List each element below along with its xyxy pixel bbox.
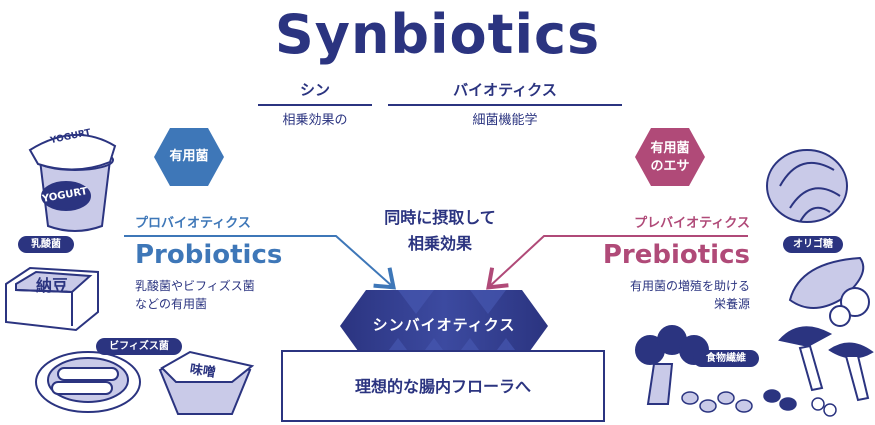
prebiotics-hexagon-shape — [635, 128, 705, 186]
probiotics-name: Probiotics — [135, 240, 283, 270]
prebiotics-name: Prebiotics — [602, 240, 750, 270]
natto-text: 納豆 — [36, 276, 69, 295]
miso-illustration — [158, 350, 255, 415]
result-box: 理想的な腸内フローラへ — [281, 350, 605, 422]
syn-kana: シン — [299, 81, 330, 99]
probiotics-kana: プロバイオティクス — [135, 216, 251, 231]
yogurt-illustration — [28, 134, 117, 232]
plate-illustration — [35, 351, 141, 413]
biotics-underline — [388, 104, 622, 106]
probiotics-desc-line1: 乳酸菌やビフィズス菌 — [135, 279, 255, 293]
oligosaccharide-label: オリゴ糖 — [783, 236, 843, 253]
probiotics-hex-label: 有用菌 — [169, 149, 209, 164]
prebiotics-desc-line1: 有用菌の増殖を助ける — [629, 279, 750, 293]
cabbage-illustration — [766, 149, 848, 223]
prebiotics-kana: プレバイオティクス — [634, 216, 750, 231]
prebiotics-hex-label-line2: のエサ — [650, 159, 690, 174]
lactic-acid-label: 乳酸菌 — [18, 236, 74, 253]
biotics-meaning: 細菌機能学 — [472, 113, 538, 128]
center-text-line2: 相乗効果 — [407, 234, 472, 253]
prebiotics-desc-line2: 栄養源 — [713, 297, 750, 311]
synbiotics-band-label: シンバイオティクス — [372, 316, 516, 334]
mushroom-illustration — [778, 326, 874, 402]
synbiotics-band-shape — [340, 290, 548, 362]
syn-underline — [258, 104, 372, 106]
beans-illustration — [681, 389, 837, 417]
probiotics-arrow — [124, 235, 396, 290]
page-title: Synbiotics — [274, 3, 601, 66]
dietary-fiber-label: 食物繊維 — [693, 350, 759, 367]
sweet-potato-illustration — [788, 256, 870, 327]
natto-illustration — [5, 266, 99, 332]
bifidus-label: ビフィズス菌 — [96, 338, 182, 355]
syn-meaning: 相乗効果の — [282, 113, 348, 128]
probiotics-desc-line2: などの有用菌 — [135, 297, 208, 311]
probiotics-hexagon-shape — [154, 128, 224, 186]
prebiotics-arrow — [486, 235, 748, 290]
miso-text: 味噌 — [188, 362, 217, 381]
result-text: 理想的な腸内フローラへ — [354, 377, 531, 396]
prebiotics-hex-label-line1: 有用菌 — [650, 141, 690, 156]
center-text-line1: 同時に摂取して — [384, 208, 496, 227]
biotics-kana: バイオティクス — [453, 81, 557, 99]
